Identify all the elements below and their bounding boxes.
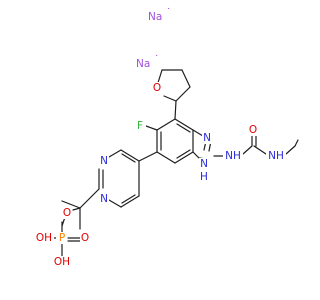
molecule-structure-canvas: Na ˙ Na ˙ O F N NH O NH N H N N O P O OH [34, 7, 299, 268]
bond [181, 69, 191, 88]
bond-double [121, 194, 136, 204]
bond [156, 151, 176, 164]
bond [174, 118, 194, 131]
bond [120, 149, 140, 162]
fluorine-label: F [137, 120, 143, 132]
thf-oxygen-label: O [153, 82, 161, 94]
phosphate-oh-left-label: OH [36, 232, 52, 244]
bond [163, 95, 177, 102]
bond [61, 200, 81, 209]
bond-double [176, 123, 191, 133]
bond [285, 145, 296, 155]
bond-double [121, 153, 136, 163]
bond [108, 149, 122, 158]
bond [72, 207, 81, 211]
phosphate-ester-oxygen-label: O [63, 207, 71, 219]
phosphoryl-oxygen-label: O [81, 232, 89, 244]
bond [192, 129, 204, 137]
counterions: Na ˙ Na ˙ [136, 7, 171, 70]
urea-nh-right-label: NH [268, 150, 284, 162]
bond [145, 125, 158, 131]
imidazole-nh-h-label: H [200, 171, 208, 183]
phosphorus-label: P [59, 232, 65, 244]
phosphate-oh-bottom-label: OH [54, 256, 70, 268]
bond [174, 151, 194, 164]
urea-nh-left-label: NH [225, 150, 241, 162]
sodium-symbol: Na [136, 58, 150, 70]
bond [175, 86, 191, 102]
sodium-symbol: Na [148, 11, 162, 23]
bond [294, 139, 299, 147]
bond [120, 195, 140, 208]
bond [253, 145, 267, 155]
bond [174, 100, 177, 120]
chemical-structure-svg: Na ˙ Na ˙ O F N NH O NH N H N N O P O OH [34, 7, 299, 268]
bond [242, 145, 253, 155]
radical-dot: ˙ [166, 7, 171, 19]
radical-dot: ˙ [154, 54, 159, 66]
bond [192, 151, 200, 159]
pyrimidine-n-lower-label: N [100, 193, 108, 205]
pyrimidine-n-upper-label: N [100, 155, 108, 167]
carbonyl-oxygen-label: O [249, 124, 257, 136]
bond [138, 151, 158, 162]
atom-labels: O F N NH O NH N H N N O P O OH OH [34, 82, 286, 268]
imidazole-nh-n-label: N [200, 158, 208, 170]
bond [79, 188, 100, 209]
bonds [45, 69, 299, 257]
bond [156, 118, 176, 131]
imidazole-n-label: N [203, 132, 211, 144]
bond [108, 199, 122, 208]
bond-double [176, 149, 191, 159]
